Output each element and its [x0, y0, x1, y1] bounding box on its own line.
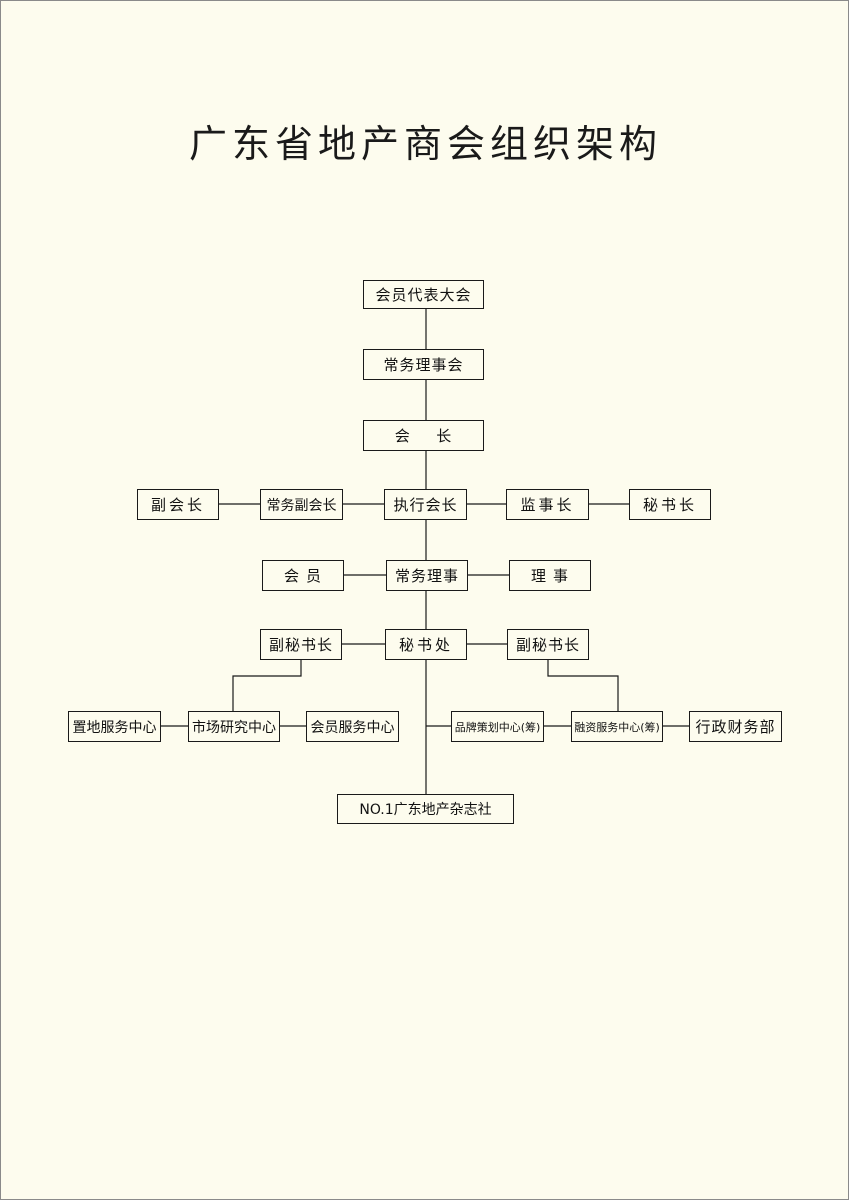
- node-market-research-center: 市场研究中心: [188, 711, 280, 742]
- node-president-char-2: 长: [436, 427, 453, 445]
- node-admin-finance-dept: 行政财务部: [689, 711, 782, 742]
- node-director: 理 事: [509, 560, 591, 591]
- node-president: 会 长: [363, 420, 484, 451]
- node-magazine: NO.1广东地产杂志社: [337, 794, 514, 824]
- node-supervisor: 监事长: [506, 489, 589, 520]
- connector-deputyleft-market: [232, 659, 302, 711]
- connector-deputyright-financing: [547, 659, 619, 711]
- node-general-assembly: 会员代表大会: [363, 280, 484, 309]
- node-vice-president: 副会长: [137, 489, 219, 520]
- node-standing-director: 常务理事: [386, 560, 468, 591]
- node-director-char-2: 事: [552, 567, 569, 585]
- node-standing-council: 常务理事会: [363, 349, 484, 380]
- node-property-service-center: 置地服务中心: [68, 711, 161, 742]
- node-executive-president: 执行会长: [384, 489, 467, 520]
- node-president-char-1: 会: [394, 427, 411, 445]
- node-secretary-general: 秘书长: [629, 489, 711, 520]
- node-member-char-1: 会: [283, 567, 300, 585]
- node-secretariat: 秘书处: [385, 629, 467, 660]
- node-brand-planning-center: 品牌策划中心(筹): [451, 711, 544, 742]
- node-deputy-secretary-general-left: 副秘书长: [260, 629, 342, 660]
- node-director-char-1: 理: [530, 567, 547, 585]
- node-financing-service-center: 融资服务中心(筹): [571, 711, 663, 742]
- node-member-char-2: 员: [305, 567, 322, 585]
- node-member: 会 员: [262, 560, 344, 591]
- node-standing-vice-president: 常务副会长: [260, 489, 343, 520]
- node-deputy-secretary-general-right: 副秘书长: [507, 629, 589, 660]
- node-member-service-center: 会员服务中心: [306, 711, 399, 742]
- page-title: 广东省地产商会组织架构: [188, 122, 662, 166]
